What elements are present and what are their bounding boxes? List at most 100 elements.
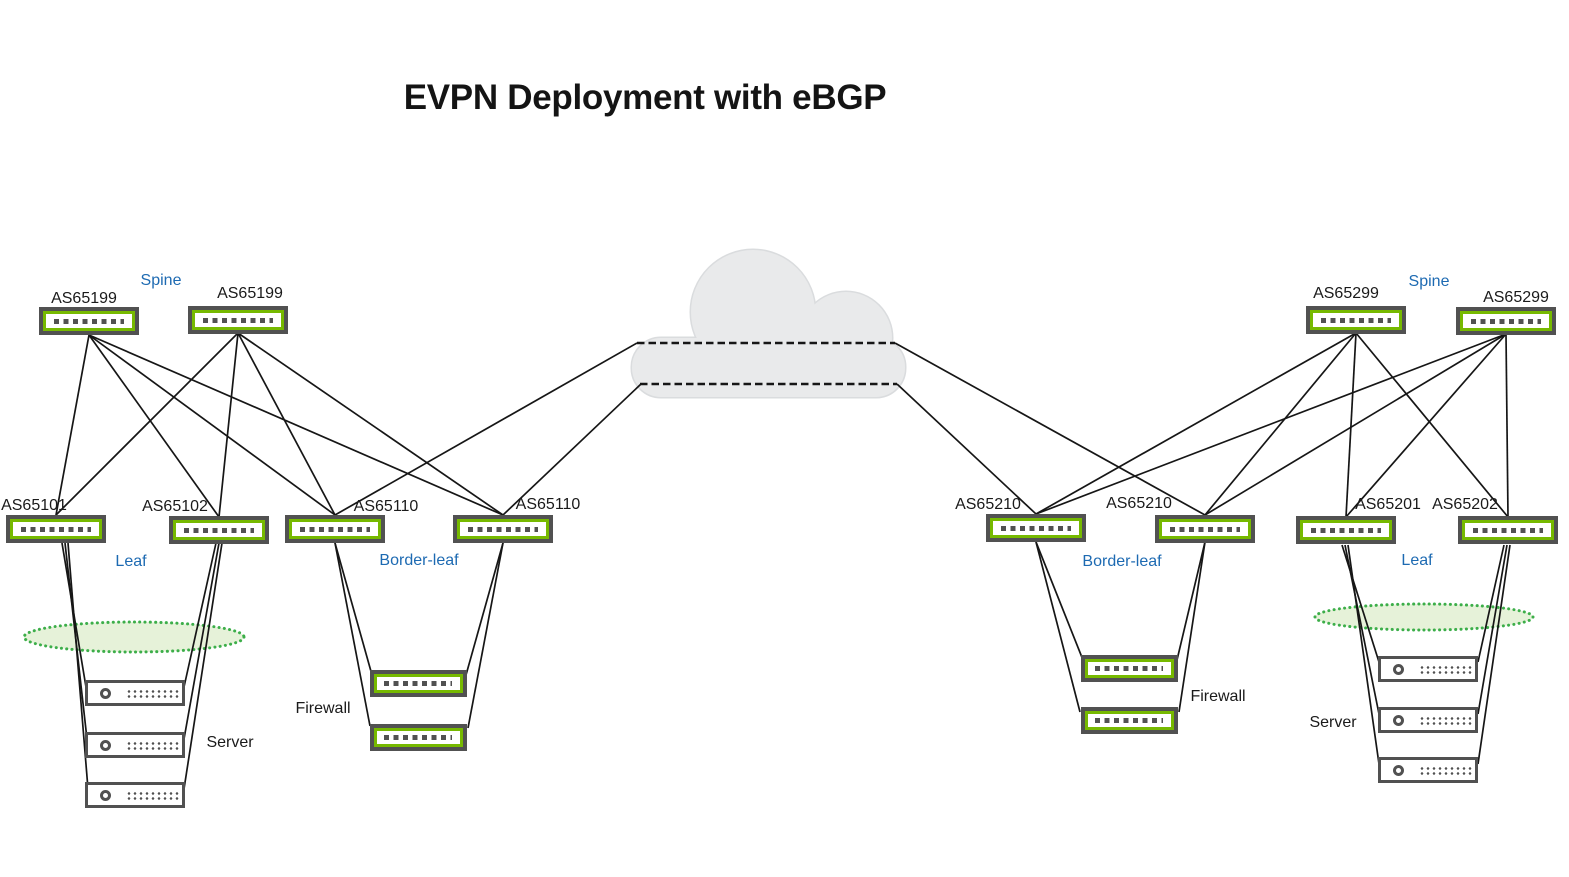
link-line [1035,332,1357,515]
spine-switch-right-1-icon [1306,306,1406,334]
switch-ports-icon [299,526,371,532]
label-server-right: Server [1309,714,1357,731]
switch-ports-icon [183,527,255,533]
server-left-3-icon [85,782,185,808]
as-label-border-right-2: AS65210 [1106,495,1172,512]
link-line [1035,333,1507,515]
server-vents-icon [1418,664,1474,674]
link-line [55,332,239,516]
zone-label-spine-right: Spine [1408,273,1450,290]
link-line [1344,544,1380,715]
switch-ports-icon [1094,717,1164,723]
link-line [1176,541,1206,661]
switch-face [1303,523,1389,537]
border-leaf-switch-left-2-icon [453,515,553,543]
switch-ports-icon [1000,525,1072,531]
link-line [1204,333,1507,516]
link-line [334,542,373,676]
border-leaf-switch-right-2-icon [1155,515,1255,543]
zone-label-leaf-right: Leaf [1401,552,1433,569]
leaf-switch-left-1-icon [6,515,106,543]
server-vents-icon [1418,715,1474,725]
link-line [237,332,504,516]
as-label-spine-left-2: AS65199 [217,285,283,302]
spine-switch-left-2-icon [188,306,288,334]
switch-face [1162,522,1248,536]
server-led-icon [100,739,111,751]
server-right-2-icon [1378,707,1478,733]
server-vents-icon [125,740,181,750]
leaf-switch-right-1-icon [1296,516,1396,544]
spine-switch-left-1-icon [39,307,139,335]
switch-ports-icon [467,526,539,532]
zone-label-border-left: Border-leaf [379,552,459,569]
link-line [465,542,504,676]
as-label-leaf-right-2: AS65202 [1432,496,1498,513]
link-line [1477,544,1511,765]
link-line [894,342,1206,516]
as-label-spine-left-1: AS65199 [51,290,117,307]
link-line [334,542,371,727]
server-led-icon [1393,714,1404,726]
leaf-switch-right-2-icon [1458,516,1558,544]
switch-ports-icon [383,680,453,686]
link-line [1178,541,1206,713]
border-leaf-switch-left-1-icon [285,515,385,543]
link-line [1035,541,1081,713]
server-led-icon [100,789,111,801]
as-label-border-right-1: AS65210 [955,496,1021,513]
switch-face [376,730,460,744]
switch-ports-icon [1320,317,1392,323]
firewall-left-2-icon [369,723,467,751]
server-vents-icon [1418,765,1474,775]
switch-face [13,522,99,536]
link-line [183,542,220,740]
link-line [1477,544,1508,715]
switch-ports-icon [20,526,92,532]
server-left-1-icon [85,680,185,706]
border-leaf-switch-right-1-icon [986,514,1086,542]
switch-face [1465,523,1551,537]
link-line [1035,541,1084,661]
switch-face [292,522,378,536]
link-line [183,542,217,688]
server-vents-icon [125,790,181,800]
as-label-leaf-left-1: AS65101 [1,497,67,514]
link-line [67,542,89,790]
link-line [1204,332,1357,516]
switch-face [1087,661,1171,675]
link-line [334,342,638,516]
link-line [896,383,1037,515]
firewall-right-1-icon [1080,654,1178,682]
as-label-spine-right-2: AS65299 [1483,289,1549,306]
firewall-right-2-icon [1080,706,1178,734]
server-led-icon [1393,764,1404,776]
switch-face [195,313,281,327]
zone-label-border-right: Border-leaf [1082,553,1162,570]
as-label-border-left-2: AS65110 [515,496,581,513]
link-line [502,383,642,516]
switch-ports-icon [1472,527,1544,533]
link-line [1355,332,1509,518]
leaf-switch-left-2-icon [169,516,269,544]
link-line [88,334,336,516]
link-line [218,332,239,518]
link-line [88,334,220,518]
server-vents-icon [125,688,181,698]
server-left-2-icon [85,732,185,758]
switch-ports-icon [202,317,274,323]
link-line [1347,544,1380,765]
switch-face [176,523,262,537]
switch-ports-icon [1310,527,1382,533]
switch-face [376,676,460,690]
server-right-1-icon [1378,656,1478,682]
link-line [467,542,504,729]
zone-label-spine-left: Spine [140,272,182,289]
server-right-3-icon [1378,757,1478,783]
firewall-left-1-icon [369,669,467,697]
label-server-left: Server [206,734,254,751]
spine-switch-right-2-icon [1456,307,1556,335]
switch-ports-icon [383,734,453,740]
zone-label-leaf-left: Leaf [115,553,147,570]
